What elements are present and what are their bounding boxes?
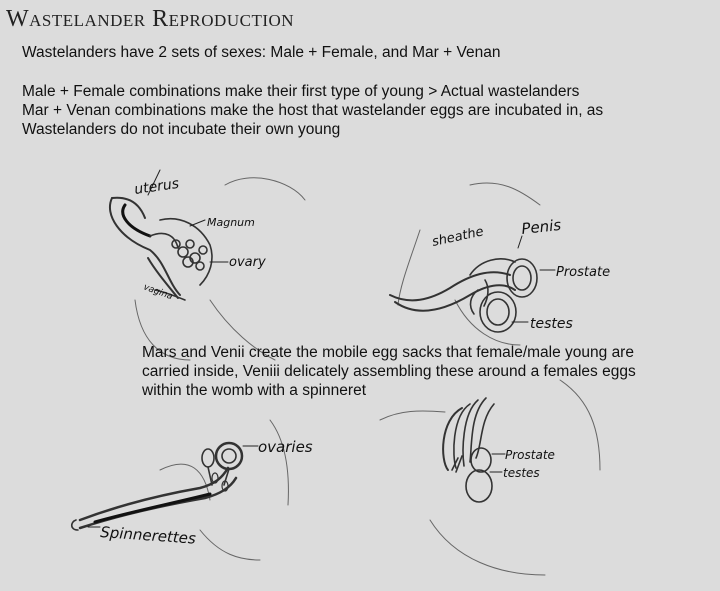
label-uterus: uterus [133, 176, 180, 198]
label-prostate: Prostate [556, 265, 610, 280]
label-magnum: Magnum [207, 216, 255, 229]
egg-sack-text: Mars and Venii create the mobile egg sac… [142, 344, 636, 399]
intro-sexes-text: Wastelanders have 2 sets of sexes: Male … [22, 44, 501, 61]
mar-diagram [379, 379, 601, 576]
label-mar-testes: testes [503, 466, 540, 480]
page-title: Wastelander Reproduction [6, 6, 295, 32]
intro-mar-venan-text: Mar + Venan combinations make the host t… [22, 102, 604, 138]
label-spinnerettes: Spinnerettes [100, 523, 197, 548]
label-mar-prostate: Prostate [505, 448, 555, 462]
venan-diagram [70, 419, 289, 561]
label-ovary: ovary [229, 255, 266, 270]
label-penis: Penis [521, 216, 563, 238]
female-diagram [109, 169, 306, 361]
label-testes: testes [530, 316, 573, 332]
label-ovaries: ovaries [258, 438, 313, 456]
intro-male-female-text: Male + Female combinations make their fi… [22, 83, 580, 100]
label-sheathe: sheathe [431, 224, 485, 250]
male-diagram [389, 182, 556, 346]
